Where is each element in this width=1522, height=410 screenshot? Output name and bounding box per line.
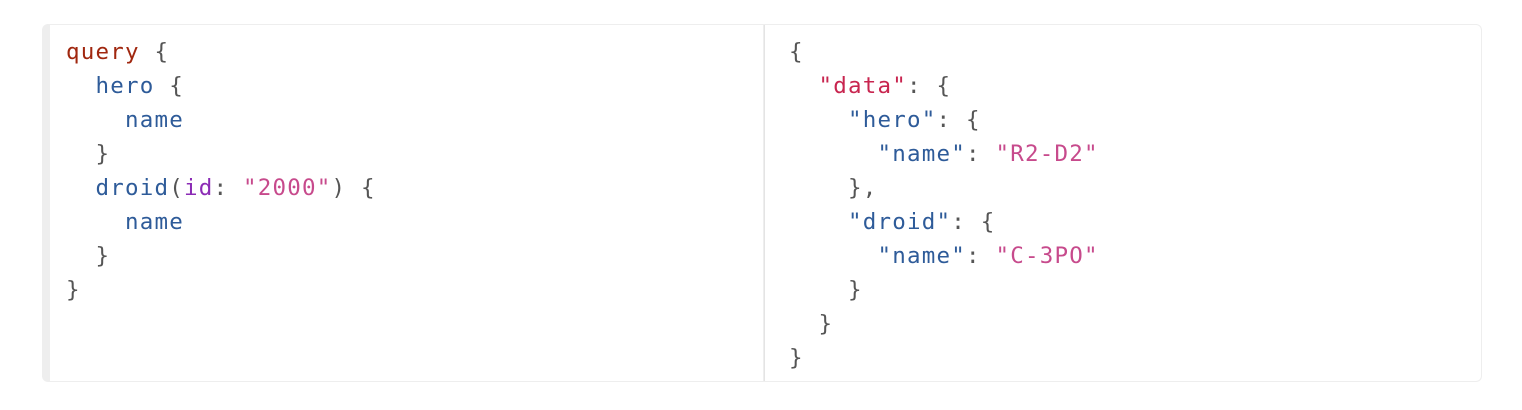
token-punct: : [965, 141, 996, 167]
token-field: hero [95, 73, 155, 99]
token-punct [789, 107, 848, 133]
token-punct: ( [169, 175, 184, 201]
code-line: }, [789, 171, 1099, 205]
token-punct [66, 73, 96, 99]
token-punct: ) { [331, 175, 376, 201]
token-string: "R2-D2" [995, 141, 1099, 167]
token-punct: : [213, 175, 243, 201]
token-punct: : { [936, 107, 981, 133]
token-key: "hero" [848, 107, 937, 133]
token-string: "2000" [242, 175, 332, 201]
token-punct: } [789, 311, 834, 337]
token-punct: { [789, 39, 804, 65]
token-punct: }, [789, 175, 878, 201]
code-line: droid(id: "2000") { [66, 171, 376, 205]
token-arg: id [183, 175, 214, 201]
token-punct: } [789, 345, 804, 371]
result-viewer: { "data": { "hero": { "name": "R2-D2" },… [764, 25, 1481, 381]
token-punct [789, 243, 877, 269]
token-datakey: "data" [818, 73, 907, 99]
token-punct: { [154, 73, 184, 99]
code-line: } [789, 307, 1099, 341]
token-field: droid [95, 175, 170, 201]
token-punct: : { [906, 73, 952, 99]
code-line: hero { [66, 69, 376, 103]
code-line: query { [66, 35, 376, 69]
token-key: "name" [877, 141, 966, 167]
token-field: name [125, 209, 184, 235]
graphql-example-panel: query { hero { name } droid(id: "2000") … [42, 24, 1482, 382]
token-punct: : { [951, 209, 996, 235]
code-line: "hero": { [789, 103, 1099, 137]
code-line: { [789, 35, 1099, 69]
token-key: "droid" [848, 209, 952, 235]
token-punct: } [789, 277, 863, 303]
token-punct: } [66, 243, 111, 269]
token-punct: { [139, 39, 170, 65]
code-line: } [66, 137, 376, 171]
code-line: "droid": { [789, 205, 1099, 239]
code-line: "name": "C-3PO" [789, 239, 1099, 273]
code-line: } [789, 273, 1099, 307]
result-code: { "data": { "hero": { "name": "R2-D2" },… [789, 35, 1099, 375]
token-punct [66, 107, 125, 133]
token-punct [66, 209, 125, 235]
token-string: "C-3PO" [995, 243, 1099, 269]
token-punct: } [66, 141, 111, 167]
token-punct [66, 175, 96, 201]
token-punct [789, 209, 848, 235]
token-punct: : [965, 243, 996, 269]
token-punct: } [66, 277, 81, 303]
code-line: } [66, 239, 376, 273]
token-punct [789, 141, 877, 167]
code-line: "data": { [789, 69, 1099, 103]
query-editor[interactable]: query { hero { name } droid(id: "2000") … [50, 25, 763, 381]
code-line: "name": "R2-D2" [789, 137, 1099, 171]
token-field: name [125, 107, 184, 133]
code-line: } [789, 341, 1099, 375]
code-line: } [66, 273, 376, 307]
query-code[interactable]: query { hero { name } droid(id: "2000") … [66, 35, 376, 307]
code-line: name [66, 205, 376, 239]
token-key: "name" [877, 243, 966, 269]
token-punct [789, 73, 819, 99]
token-keyword: query [66, 39, 140, 65]
code-line: name [66, 103, 376, 137]
